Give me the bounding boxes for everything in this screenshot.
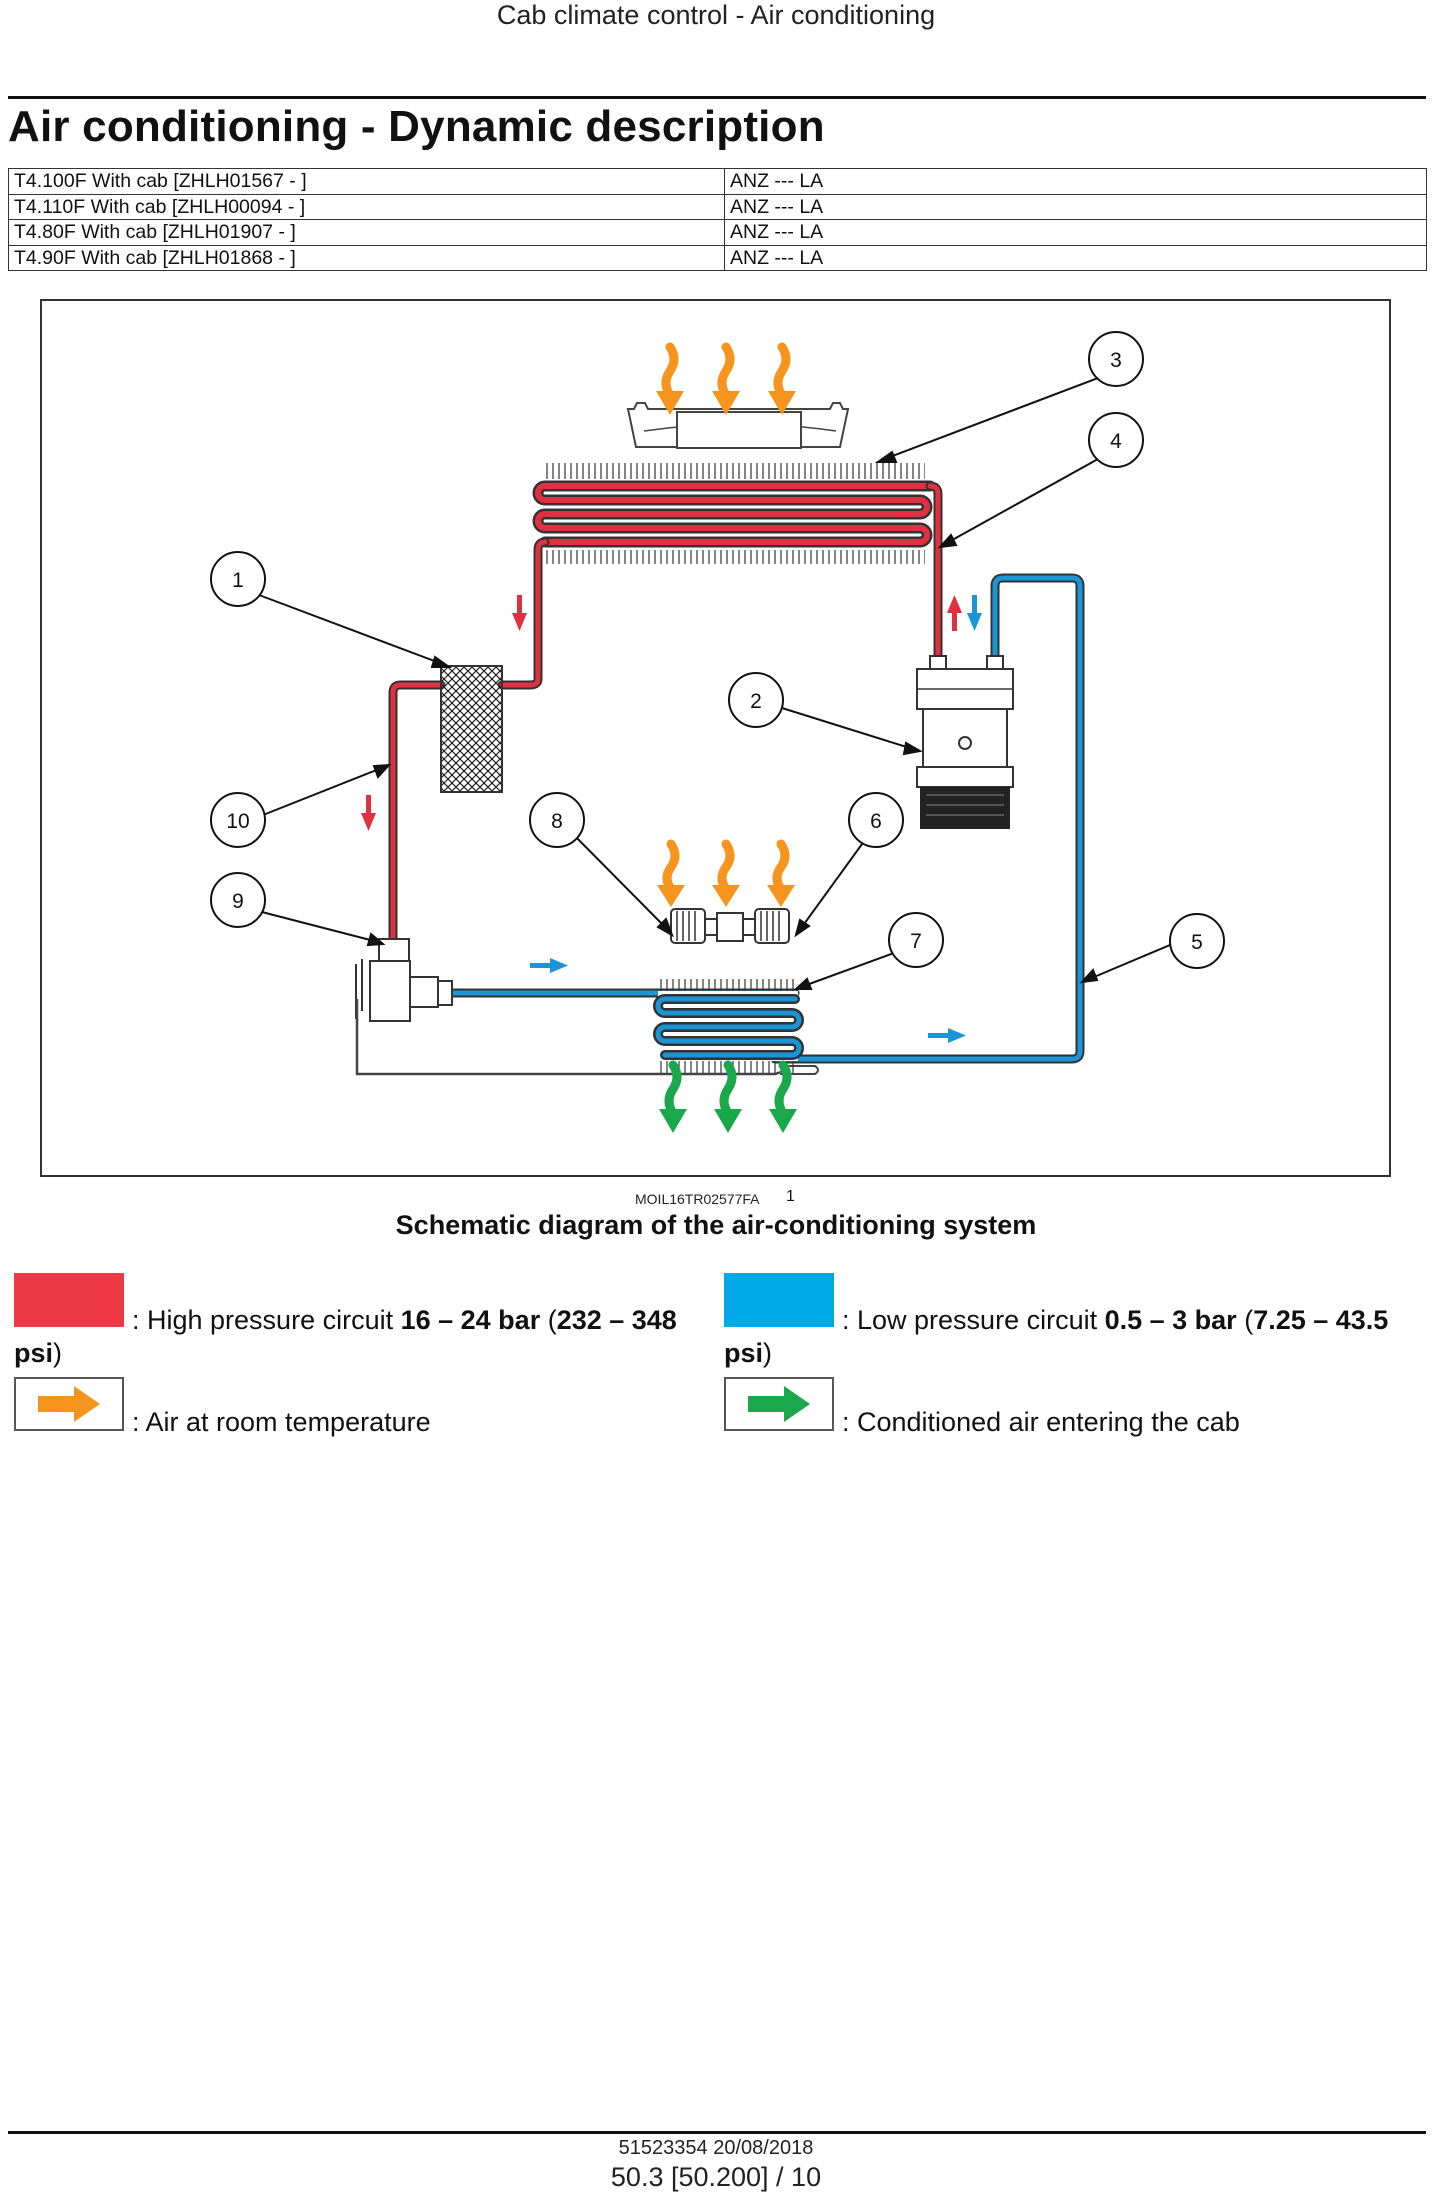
legend-text: ) [53, 1338, 63, 1368]
legend-value: 232 – 348 psi [14, 1305, 677, 1368]
receiver-drier [440, 665, 503, 793]
flow-arrows-low [530, 595, 982, 1043]
conditioned-air-legend: : Conditioned air entering the cab [842, 1407, 1240, 1437]
green-arrow-icon [748, 1386, 810, 1422]
figure-caption: Schematic diagram of the air-conditionin… [395, 1210, 1037, 1240]
condenser-fan [626, 402, 850, 449]
compressor [916, 655, 1014, 829]
page-number: 50.3 [50.200] / 10 [610, 2162, 822, 2192]
legend-label: : Low pressure circuit [842, 1305, 1105, 1335]
high-pressure-legend: : High pressure circuit 16 – 24 bar (232… [14, 1304, 694, 1370]
high-pressure-line [388, 481, 943, 944]
callout-label: 10 [226, 810, 249, 833]
figure-id: MOIL16TR02577FA [635, 1191, 760, 1207]
legend-label: : High pressure circuit [132, 1305, 401, 1335]
conditioned-air-swatch [724, 1377, 834, 1431]
model-cell: T4.90F With cab [ZHLH01868 - ] [8, 244, 725, 271]
legend-value: 7.25 – 43.5 psi [724, 1305, 1389, 1368]
callout-leaders [257, 377, 1171, 990]
callout-label: 7 [910, 930, 922, 953]
header-rule [8, 96, 1426, 99]
callout-label: 1 [232, 569, 244, 592]
room-air-arrows [661, 342, 791, 894]
legend-value: 0.5 – 3 bar [1104, 1305, 1237, 1335]
ac-schematic-diagram: 1 2 3 4 5 6 7 8 9 10 [210, 331, 1225, 1133]
model-applicability-table: T4.100F With cab [ZHLH01567 - ] ANZ --- … [8, 168, 1427, 271]
footer-rule [8, 2131, 1426, 2134]
low-pressure-legend: : Low pressure circuit 0.5 – 3 bar (7.25… [724, 1304, 1414, 1370]
model-cell: T4.100F With cab [ZHLH01567 - ] [8, 168, 725, 195]
legend-text: ( [540, 1305, 557, 1335]
table-row: T4.110F With cab [ZHLH00094 - ] ANZ --- … [8, 193, 1427, 220]
callout-circles [210, 331, 1225, 969]
legend-text: ( [1236, 1305, 1254, 1335]
evaporator-blower [670, 908, 790, 944]
callout-label: 5 [1191, 931, 1203, 954]
room-air-arrowheads [656, 391, 796, 907]
region-cell: ANZ --- LA [724, 193, 1427, 220]
condenser [532, 463, 936, 564]
document-id: 51523354 20/08/2018 [618, 2137, 814, 2159]
callout-label: 6 [870, 810, 882, 833]
diagram-frame [40, 299, 1391, 1177]
conditioned-air-arrowheads [659, 1109, 797, 1133]
conditioned-air-arrows [664, 1060, 792, 1118]
low-pressure-swatch [724, 1273, 834, 1327]
table-row: T4.100F With cab [ZHLH01567 - ] ANZ --- … [8, 168, 1427, 195]
model-cell: T4.110F With cab [ZHLH00094 - ] [8, 193, 725, 220]
orange-arrow-icon [38, 1386, 100, 1422]
callout-label: 9 [232, 890, 244, 913]
callout-label: 2 [750, 690, 762, 713]
callout-label: 3 [1110, 349, 1122, 372]
model-cell: T4.80F With cab [ZHLH01907 - ] [8, 219, 725, 246]
room-air-swatch [14, 1377, 124, 1431]
callout-label: 8 [551, 810, 563, 833]
flow-arrows-high [361, 595, 962, 831]
region-cell: ANZ --- LA [724, 168, 1427, 195]
table-row: T4.90F With cab [ZHLH01868 - ] ANZ --- L… [8, 244, 1427, 271]
high-pressure-swatch [14, 1273, 124, 1327]
running-header: Cab climate control - Air conditioning [496, 0, 936, 30]
figure-number: 1 [786, 1188, 795, 1205]
room-air-legend: : Air at room temperature [132, 1407, 431, 1437]
region-cell: ANZ --- LA [724, 219, 1427, 246]
table-row: T4.80F With cab [ZHLH01907 - ] ANZ --- L… [8, 219, 1427, 246]
legend-value: 16 – 24 bar [400, 1305, 541, 1335]
callout-label: 4 [1110, 430, 1122, 453]
evaporator [653, 979, 804, 1073]
region-cell: ANZ --- LA [724, 244, 1427, 271]
legend-text: ) [763, 1338, 773, 1368]
page-title: Air conditioning - Dynamic description [8, 102, 825, 151]
